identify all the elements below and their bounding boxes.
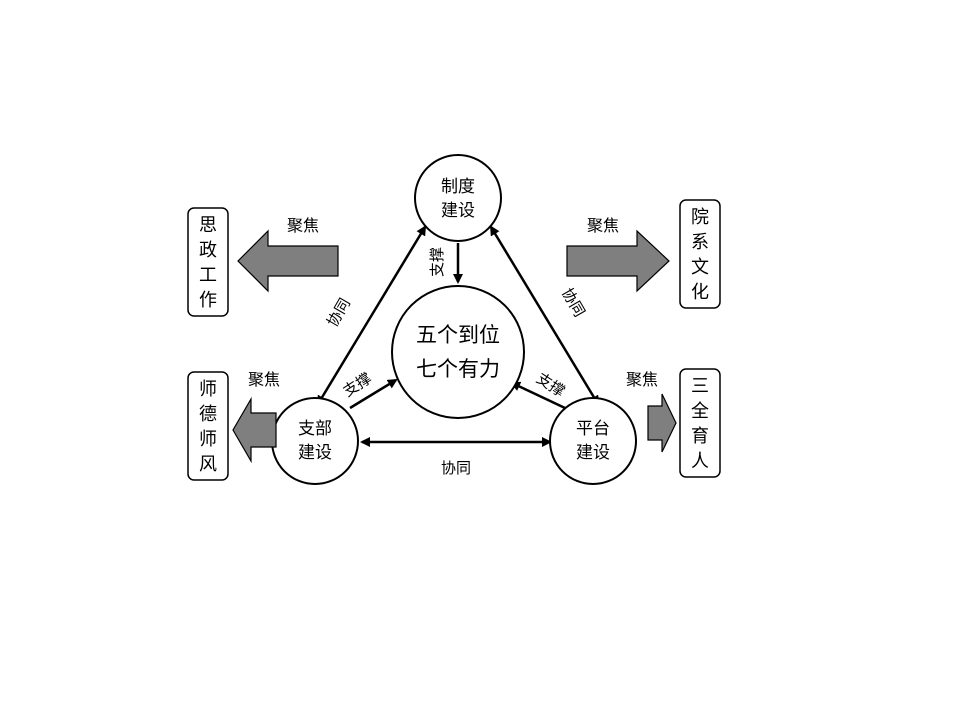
outcome-yuanxi-char-2: 系 [691,232,709,253]
focus-label-bottom-right: 聚焦 [626,370,658,389]
outcome-shide-char-1: 师 [199,379,217,400]
xietong-arrow-left [316,225,427,406]
xietong-label-left: 协同 [323,295,354,330]
outcome-yuanxi-char-3: 文 [691,257,709,278]
node-zhidu: 制度 建设 [414,154,502,242]
zhicheng-arrow-left [349,378,398,410]
focus-arrow-bottom-left [232,396,277,464]
outcome-sizheng-char-4: 作 [199,290,217,311]
outcome-shide-char-4: 风 [199,454,217,475]
outcome-sizheng-char-1: 思 [199,215,217,236]
outcome-sizheng-char-2: 政 [199,240,217,261]
node-pingtai-line1: 平台 [576,419,610,439]
xietong-arrow-right [489,225,600,406]
node-zhidu-line1: 制度 [441,177,475,197]
outcome-sanquan-char-3: 育 [691,426,709,447]
outcome-sanquan-char-2: 全 [691,401,709,422]
focus-arrow-top-left [237,229,339,293]
node-pingtai-line2: 建设 [576,443,610,463]
node-pingtai: 平台 建设 [549,397,637,485]
outcome-yuanxi-char-1: 院 [691,207,709,228]
outcome-yuanxi-char-4: 化 [691,282,709,303]
outcome-sizheng: 思 政 工 作 [187,207,229,317]
node-center-line2: 七个有力 [416,357,500,381]
outcome-sizheng-char-3: 工 [199,265,217,286]
zhicheng-label-top: 支撑 [428,247,446,277]
outcome-sanquan-char-1: 三 [691,376,709,397]
node-center: 五个到位 七个有力 [391,285,525,419]
node-center-line1: 五个到位 [416,323,500,347]
node-zhibu: 支部 建设 [271,397,359,485]
outcome-sanquan-char-4: 人 [691,451,709,472]
focus-label-bottom-left: 聚焦 [248,370,280,389]
outcome-yuanxi: 院 系 文 化 [679,199,721,309]
node-zhibu-line2: 建设 [298,443,332,463]
outcome-sanquan: 三 全 育 人 [679,368,721,478]
outcome-shide: 师 德 师 风 [187,371,229,481]
xietong-label-bottom: 协同 [441,459,471,477]
focus-label-top-right: 聚焦 [587,216,619,235]
connectors [316,225,600,447]
focus-label-top-left: 聚焦 [287,216,319,235]
node-zhidu-line2: 建设 [441,201,475,221]
focus-arrow-top-right [566,229,670,293]
node-zhibu-line1: 支部 [298,419,332,439]
outcome-shide-char-3: 师 [199,429,217,450]
zhicheng-arrow-right [510,381,566,410]
xietong-label-right: 协同 [558,285,589,320]
outcome-shide-char-2: 德 [199,404,217,425]
focus-arrow-bottom-right [647,393,677,453]
